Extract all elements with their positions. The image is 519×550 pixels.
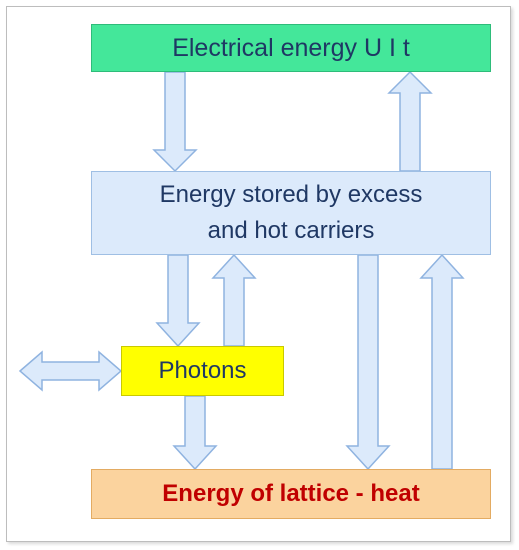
arrow-stored-to-heat — [345, 254, 391, 471]
electrical-energy-box: Electrical energy U I t — [91, 24, 491, 72]
photons-label: Photons — [158, 357, 247, 384]
lattice-heat-box: Energy of lattice - heat — [91, 469, 491, 519]
arrow-photons-to-heat — [172, 395, 218, 471]
arrow-electrical-to-stored — [152, 71, 198, 173]
arrow-stored-to-electrical — [387, 70, 433, 172]
arrow-stored-to-photons — [155, 254, 201, 348]
stored-energy-box: Energy stored by excess and hot carriers — [91, 171, 491, 255]
arrow-heat-to-stored — [419, 253, 465, 470]
photons-box: Photons — [121, 346, 284, 396]
stored-energy-line1: Energy stored by excess — [159, 181, 423, 208]
electrical-energy-label: Electrical energy U I t — [172, 33, 410, 62]
lattice-heat-label: Energy of lattice - heat — [162, 480, 420, 507]
stored-energy-line2: and hot carriers — [207, 217, 375, 244]
arrow-photons-to-stored — [211, 253, 257, 347]
arrow-photons-exchange — [18, 350, 123, 392]
